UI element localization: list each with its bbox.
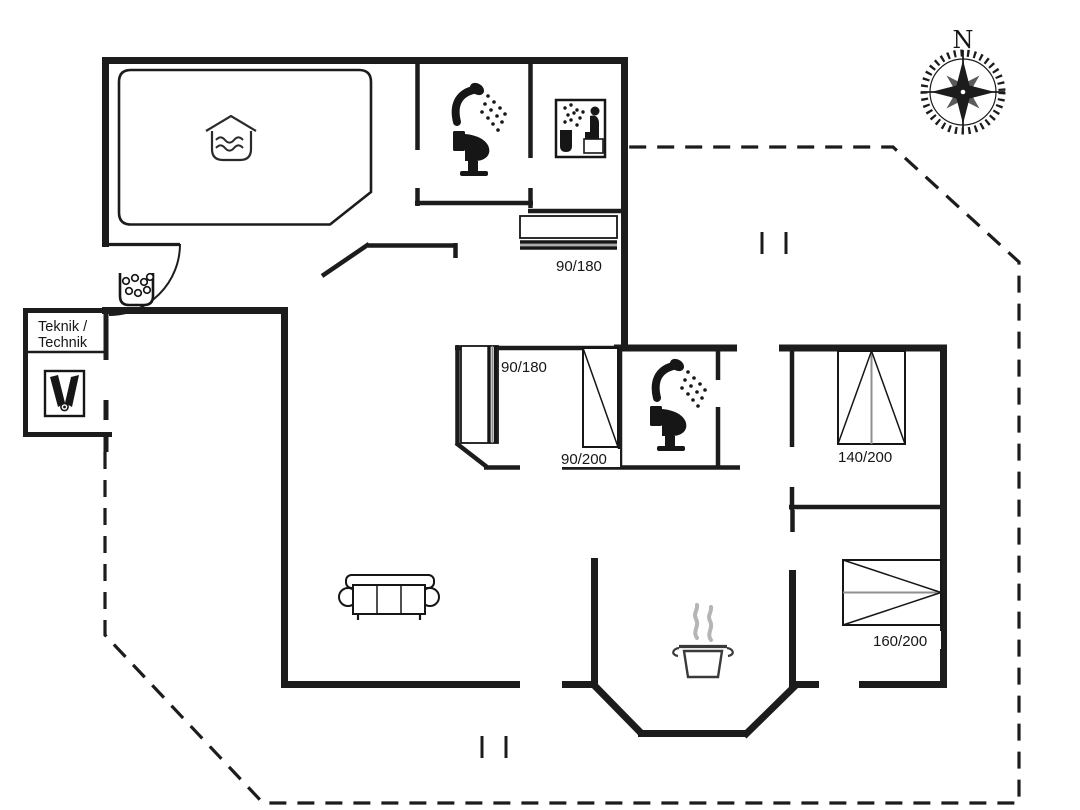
technical-room-label-2: Technik: [38, 335, 88, 351]
toilet-icon: [453, 131, 490, 176]
label-bunk-hall: 90/180: [556, 258, 602, 275]
pool-basin: [117, 68, 373, 226]
whirlpool-bubbles-icon: [118, 272, 155, 307]
door-swing-arc: [108, 242, 181, 316]
sofa-icon: [338, 574, 440, 620]
compass-rose-icon: [920, 49, 1006, 135]
shower-icon-2: [656, 356, 707, 407]
bed-160x200: [842, 559, 942, 626]
label-bunk-room: 90/180: [501, 359, 547, 376]
dimension-labels: 90/180 90/180 90/200 140/200 160/200: [499, 256, 941, 650]
label-double-140: 140/200: [838, 449, 892, 466]
terrace-boundary-dashed: [103, 145, 1021, 805]
technical-room: Teknik / Technik: [23, 308, 112, 452]
bed-90x200: [582, 347, 619, 448]
north-label: N: [953, 26, 974, 54]
label-single-bed: 90/200: [561, 451, 607, 468]
inner-walls: [320, 57, 941, 532]
bed-140x200: [837, 350, 906, 445]
shower-icon: [456, 80, 507, 131]
bunk-bed-room: [460, 345, 499, 444]
technical-room-label-1: Teknik /: [38, 319, 88, 335]
washbasin-icon: [43, 369, 86, 418]
indoor-pool-icon: [205, 114, 257, 162]
label-double-160: 160/200: [873, 633, 927, 650]
bunk-bed-hall: [519, 215, 618, 250]
terrace-step-ticks: [480, 232, 788, 758]
outer-walls: [102, 57, 947, 739]
sauna-icon: [554, 98, 607, 159]
cooking-pot-icon: [672, 603, 734, 679]
toilet-icon-2: [650, 406, 687, 451]
